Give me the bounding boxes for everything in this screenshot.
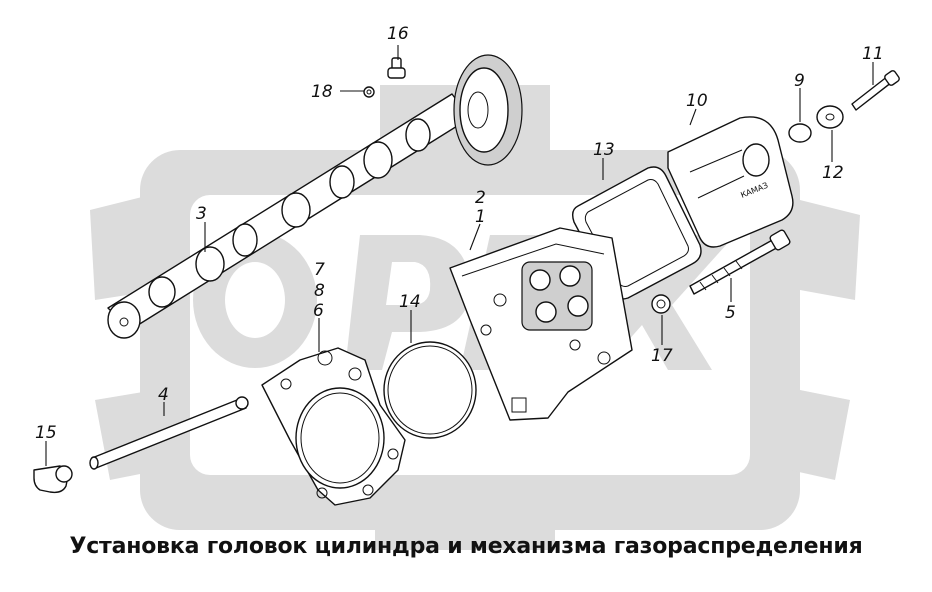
callout-4: 4 — [158, 385, 169, 405]
leader-lines — [45, 45, 874, 466]
head-cover-10: КАМАЗ — [667, 116, 794, 248]
callout-15: 15 — [35, 423, 57, 443]
camshaft-3 — [107, 54, 523, 339]
callout-18: 18 — [311, 82, 333, 102]
callout-14: 14 — [399, 292, 421, 312]
callout-3: 3 — [196, 204, 207, 224]
washer-9 — [788, 123, 812, 143]
callout-11: 11 — [862, 44, 884, 64]
washer-17 — [651, 294, 671, 314]
o-ring-14 — [383, 341, 477, 439]
callout-10: 10 — [686, 91, 708, 111]
callout-2: 2 — [475, 188, 486, 208]
figure-caption: Установка головок цилиндра и механизма г… — [69, 534, 863, 559]
cylinder-head-1 — [449, 227, 633, 421]
callout-labels: 16 18 3 4 15 7 8 6 14 2 1 13 10 9 11 12 … — [35, 24, 884, 443]
callout-7: 7 — [314, 260, 325, 280]
callout-9: 9 — [794, 71, 805, 91]
callout-8: 8 — [314, 281, 325, 301]
callout-17: 17 — [651, 346, 673, 366]
callout-12: 12 — [822, 163, 844, 183]
push-rod-4 — [89, 396, 249, 470]
tappet-15 — [33, 465, 73, 494]
callout-6: 6 — [313, 301, 324, 321]
head-bolt-5 — [689, 229, 791, 295]
nut-18 — [363, 86, 375, 98]
bolt-16 — [387, 57, 406, 79]
bolt-11 — [851, 70, 900, 111]
callout-5: 5 — [725, 303, 736, 323]
washer-12 — [816, 105, 844, 129]
callout-16: 16 — [387, 24, 409, 44]
head-gasket-6 — [261, 347, 406, 506]
callout-1: 1 — [475, 207, 486, 227]
callout-13: 13 — [593, 140, 615, 160]
